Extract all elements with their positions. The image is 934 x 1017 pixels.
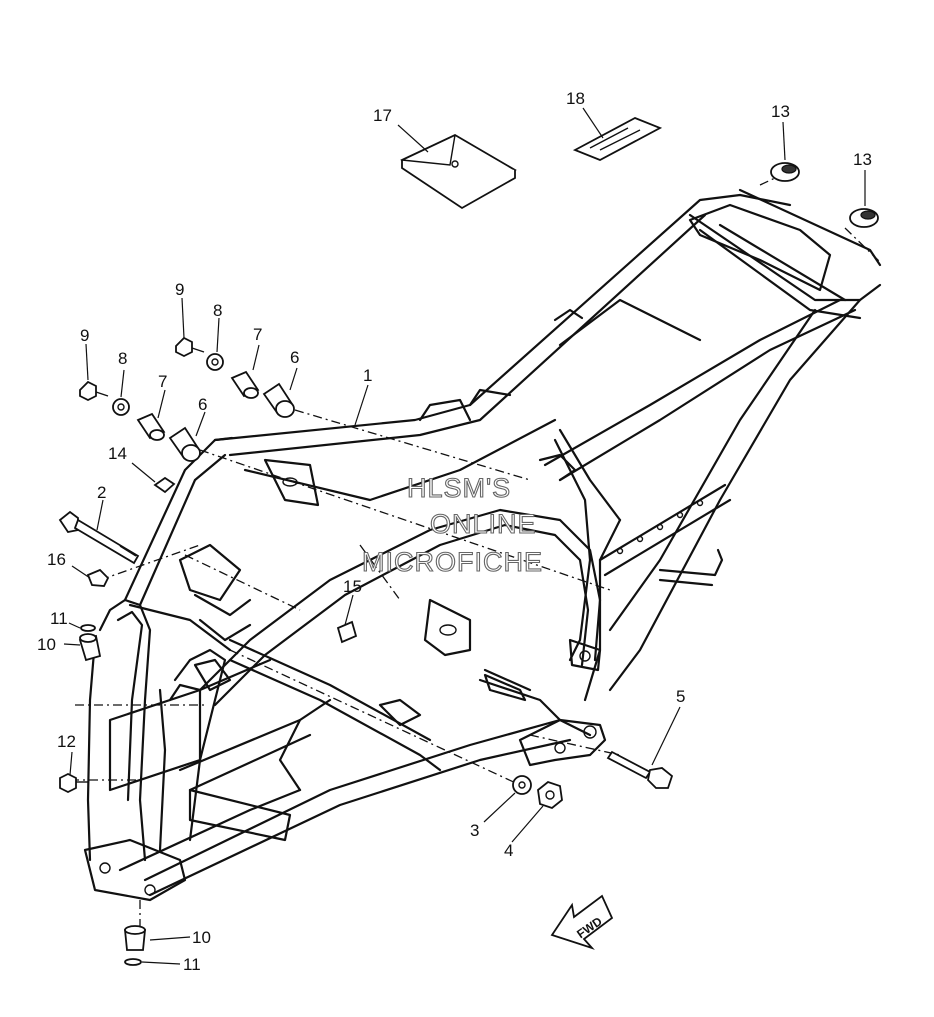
callout-11-bottom: 11 [183, 955, 201, 974]
forward-arrow-icon: FWD [550, 894, 614, 950]
callout-9-left: 9 [80, 326, 89, 345]
callout-4: 4 [504, 841, 513, 860]
callout-8-right: 8 [213, 301, 222, 320]
callout-5: 5 [676, 687, 685, 706]
callout-16: 16 [47, 550, 66, 569]
part-16-clamp [86, 568, 110, 587]
part-9-bolts [79, 336, 205, 402]
part-17-manual-pouch [400, 133, 517, 210]
callout-8-left: 8 [118, 349, 127, 368]
part-11-o-rings [80, 624, 142, 966]
callout-7-left: 7 [158, 372, 167, 391]
leader-lines [63, 107, 866, 965]
callout-6-right: 6 [290, 348, 299, 367]
part-10-bushings [78, 633, 146, 951]
part-4-nut [537, 780, 563, 810]
callout-11-top: 11 [50, 609, 68, 628]
part-2-long-bolt [58, 510, 140, 565]
callout-15: 15 [343, 577, 362, 596]
callout-1: 1 [363, 366, 372, 385]
callout-3: 3 [470, 821, 479, 840]
callout-numbers: 1 2 3 4 5 6 6 7 7 8 8 9 9 10 10 11 11 12… [37, 89, 872, 974]
callout-10-top: 10 [37, 635, 56, 654]
callout-18: 18 [566, 89, 585, 108]
callout-2: 2 [97, 483, 106, 502]
callout-12: 12 [57, 732, 76, 751]
part-5-pivot-bolt [606, 750, 674, 789]
part-6-dampers [168, 382, 295, 462]
watermark-line-3: MICROFICHE [362, 547, 543, 577]
assembly-lines [70, 177, 881, 935]
callout-6-left: 6 [198, 395, 207, 414]
part-18-tool-bracket [572, 117, 663, 161]
callout-13-top: 13 [771, 102, 790, 121]
part-12-nipple [59, 772, 88, 794]
callout-13-right: 13 [853, 150, 872, 169]
callout-14: 14 [108, 444, 127, 463]
watermark: HLSM'S ONLINE MICROFICHE [361, 472, 543, 577]
part-13-grommets [770, 162, 879, 228]
part-3-washer [512, 775, 532, 795]
part-7-collars [136, 370, 260, 441]
callout-9-right: 9 [175, 280, 184, 299]
watermark-line-2: ONLINE [430, 509, 537, 539]
callout-17: 17 [373, 106, 392, 125]
callout-10-bottom: 10 [192, 928, 211, 947]
part-8-washers [112, 353, 224, 416]
watermark-line-1: HLSM'S [407, 473, 511, 503]
part-14-clip [153, 476, 176, 494]
main-frame [83, 188, 882, 902]
callout-7-right: 7 [253, 325, 262, 344]
part-15-label [336, 620, 358, 644]
